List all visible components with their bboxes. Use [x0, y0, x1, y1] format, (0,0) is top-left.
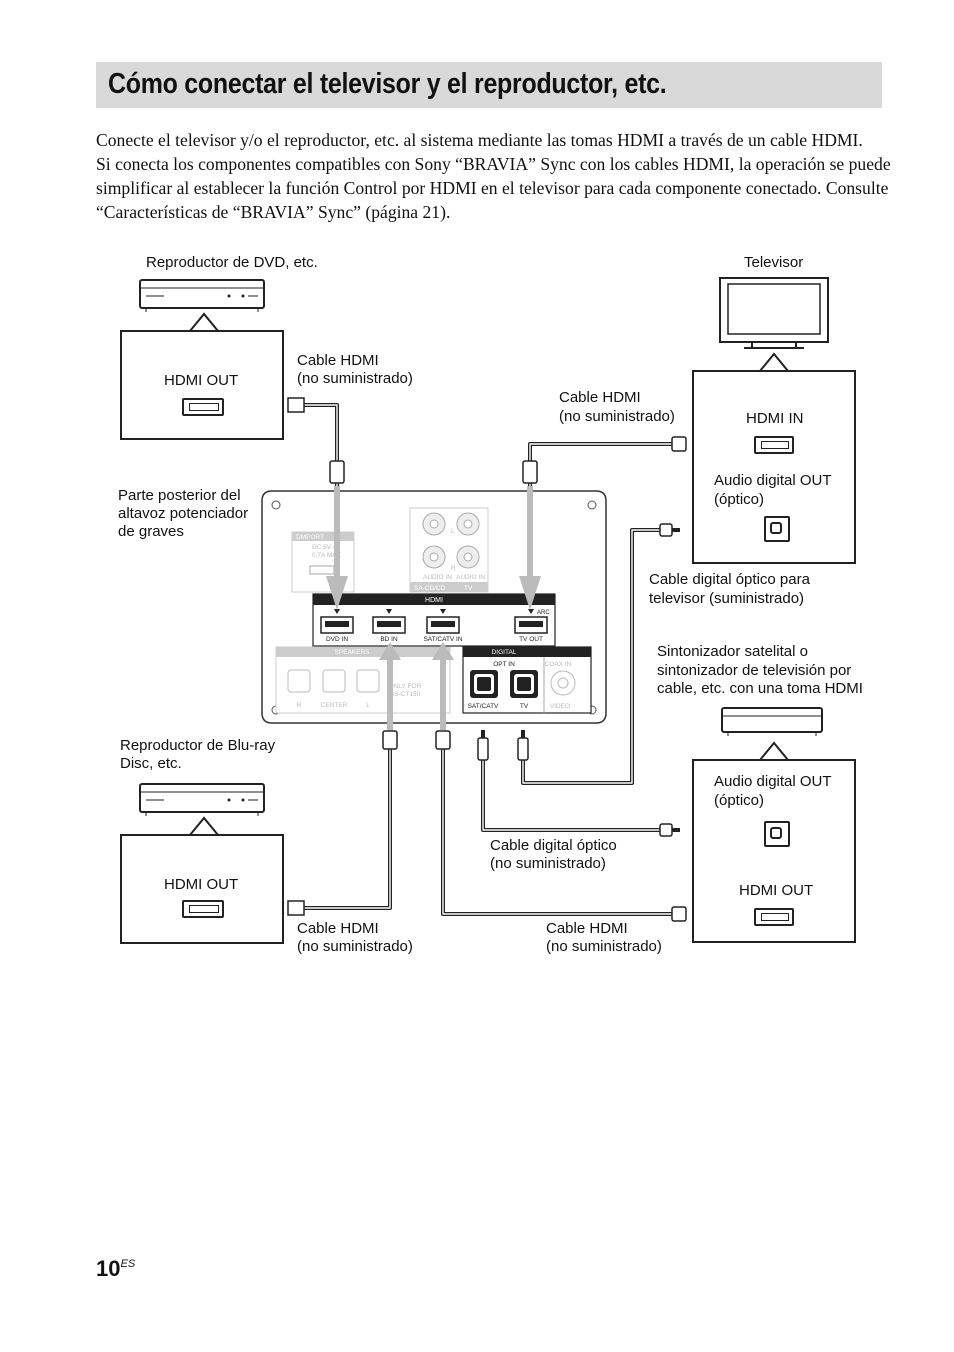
- sat-cable-label-1: Cable HDMI: [546, 920, 628, 937]
- tv-audio-label: TV: [464, 585, 473, 592]
- page-number-value: 10: [96, 1256, 121, 1281]
- sat-tuner-label-3: cable, etc. con una toma HDMI: [657, 680, 863, 697]
- intro-text: Conecte el televisor y/o el reproductor,…: [96, 128, 896, 224]
- channel-r-label: R: [451, 565, 456, 572]
- sat-tuner-label-1: Sintonizador satelital o: [657, 643, 808, 660]
- bluray-label-2: Disc, etc.: [120, 755, 182, 772]
- tv-audio-out-label-2: (óptico): [714, 491, 765, 508]
- audio-in-label-2: AUDIO IN: [456, 574, 485, 581]
- dmport-spec-2: 0.7A MAX: [312, 552, 342, 559]
- hdmi-port-icon: [182, 398, 224, 416]
- tv-hdmi-in-label: HDMI IN: [746, 410, 804, 427]
- page-language-suffix: ES: [120, 1258, 136, 1270]
- video-label: VIDEO: [550, 703, 570, 710]
- dvd-cable-label-1: Cable HDMI: [297, 352, 379, 369]
- hdmi-port-icon: [754, 908, 794, 926]
- dvd-port-box: HDMI OUT: [120, 330, 284, 440]
- sat-tuner-label-2: sintonizador de televisión por: [657, 662, 852, 679]
- subwoofer-label-3: de graves: [118, 523, 184, 540]
- dmport-label: DMPORT: [296, 534, 324, 541]
- speaker-center-label: CENTER: [321, 702, 348, 709]
- tv-out-label: TV OUT: [519, 636, 543, 643]
- dvd-player-label: Reproductor de DVD, etc.: [146, 254, 318, 271]
- hdmi-strip-label: HDMI: [425, 597, 443, 604]
- speakers-label: SPEAKERS: [334, 649, 370, 656]
- optical-port-icon: [764, 821, 790, 847]
- sat-port-box: Audio digital OUT (óptico) HDMI OUT: [692, 759, 856, 943]
- tv-cable-label-2: (no suministrado): [559, 408, 675, 425]
- intro-paragraph-2: Si conecta los componentes compatibles c…: [96, 154, 891, 222]
- tv-icon: [719, 277, 829, 349]
- subwoofer-panel: [261, 490, 607, 724]
- tv-cable-label-1: Cable HDMI: [559, 389, 641, 406]
- hdmi-port-icon: [182, 900, 224, 918]
- speaker-l-label: L: [366, 702, 370, 709]
- coax-in-label: COAX IN: [545, 661, 572, 668]
- bd-cable-label-2: (no suministrado): [297, 938, 413, 955]
- dvd-hdmi-out-label: HDMI OUT: [164, 372, 239, 389]
- arc-label: ARC: [537, 610, 550, 616]
- speaker-r-label: R: [297, 702, 302, 709]
- only-for-label-1: ONLY FOR: [389, 683, 422, 690]
- sat-in-label: SAT/CATV IN: [423, 636, 462, 643]
- sat-catv-label: SAT/CATV: [468, 703, 499, 710]
- tv-label: Televisor: [744, 254, 804, 271]
- page-number: 10ES: [96, 1256, 135, 1282]
- sacd-label: SA-CD/CD: [414, 585, 446, 592]
- subwoofer-label-2: altavoz potenciador: [118, 505, 249, 522]
- sat-audio-out-label-1: Audio digital OUT: [714, 773, 832, 790]
- bd-cable-label-1: Cable HDMI: [297, 920, 379, 937]
- bd-in-label: BD IN: [380, 636, 398, 643]
- opt-in-label: OPT IN: [493, 661, 515, 668]
- tv-optical-cable-label-2: televisor (suministrado): [649, 590, 805, 607]
- bluray-hdmi-out-label: HDMI OUT: [164, 876, 239, 893]
- sat-audio-out-label-2: (óptico): [714, 792, 765, 809]
- bluray-label-1: Reproductor de Blu-ray: [120, 737, 276, 754]
- dvd-cable-label-2: (no suministrado): [297, 370, 413, 387]
- subwoofer-label-1: Parte posterior del: [118, 487, 241, 504]
- sat-tuner-icon: [721, 707, 823, 736]
- digital-tv-label: TV: [520, 703, 529, 710]
- dmport-spec-1: DC 5V ⎓: [312, 544, 338, 551]
- sat-optical-cable-label-2: (no suministrado): [490, 855, 606, 872]
- bluray-player-icon: [139, 783, 265, 816]
- sat-cable-label-2: (no suministrado): [546, 938, 662, 955]
- dvd-player-icon: [139, 279, 265, 312]
- page-title: Cómo conectar el televisor y el reproduc…: [108, 68, 667, 100]
- optical-port-icon: [764, 516, 790, 542]
- tv-optical-cable-label-1: Cable digital óptico para: [649, 571, 810, 588]
- title-bar: Cómo conectar el televisor y el reproduc…: [96, 62, 882, 108]
- dvd-in-label: DVD IN: [326, 636, 348, 643]
- sat-optical-cable-label-1: Cable digital óptico: [490, 837, 617, 854]
- digital-label: DIGITAL: [492, 649, 517, 656]
- audio-in-label-1: AUDIO IN: [423, 574, 452, 581]
- bluray-port-box: HDMI OUT: [120, 834, 284, 944]
- channel-l-label: L: [451, 528, 455, 535]
- tv-port-box: HDMI IN Audio digital OUT (óptico): [692, 370, 856, 564]
- tv-audio-out-label-1: Audio digital OUT: [714, 472, 832, 489]
- intro-paragraph-1: Conecte el televisor y/o el reproductor,…: [96, 130, 863, 150]
- sat-hdmi-out-label: HDMI OUT: [739, 882, 814, 899]
- hdmi-port-icon: [754, 436, 794, 454]
- only-for-label-2: SS-CT150: [390, 691, 421, 698]
